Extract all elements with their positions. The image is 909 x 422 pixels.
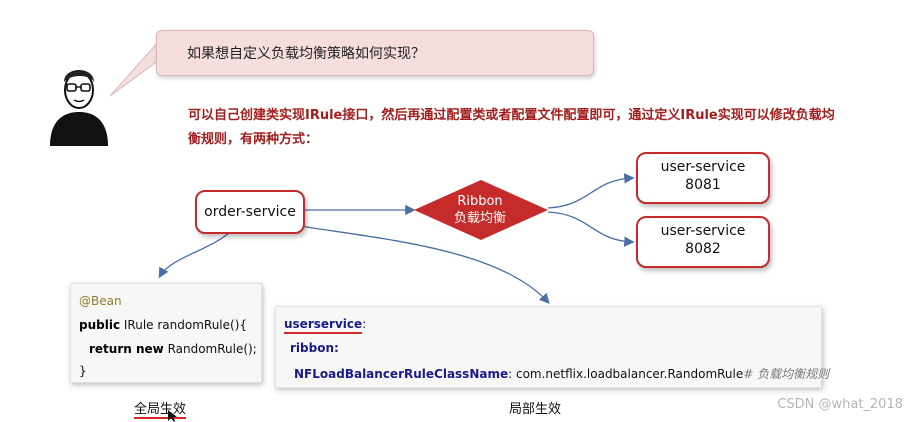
- avatar-icon: [50, 70, 108, 146]
- bean-annotation: @Bean: [79, 294, 122, 308]
- code-line-close: }: [79, 364, 87, 378]
- order-service-label: order-service: [204, 204, 296, 220]
- yaml-value-rule: : com.netflix.loadbalancer.RandomRule: [508, 367, 744, 381]
- question-text: 如果想自定义负载均衡策略如何实现？: [187, 46, 425, 62]
- yaml-colon: :: [362, 317, 367, 331]
- keyword-return: return: [89, 342, 132, 356]
- answer-text: 可以自己创建类实现IRule接口，然后再通过配置类或者配置文件配置即可，通过定义…: [188, 108, 835, 147]
- watermark: CSDN @what_2018: [777, 397, 903, 412]
- user1-port: 8081: [685, 177, 721, 193]
- yaml-comment: # 负载均衡规则: [743, 367, 830, 381]
- keyword-public: public: [79, 318, 121, 332]
- mouse-cursor-icon: [168, 410, 177, 422]
- arrow-ribbon-to-user2: [547, 211, 635, 247]
- local-config-code-panel: userservice: ribbon: NFLoadBalancerRuleC…: [275, 306, 829, 388]
- order-service-node: order-service: [195, 190, 305, 234]
- ribbon-title: Ribbon: [457, 194, 503, 209]
- global-config-code-panel: @Bean public IRule randomRule(){ return …: [70, 283, 262, 383]
- user-service-8081-node: user-service 8081: [636, 152, 770, 204]
- caption-local: 局部生效: [509, 402, 562, 417]
- return-expression: RandomRule();: [163, 342, 257, 356]
- yaml-line-service: userservice:: [284, 317, 367, 334]
- code-line-method: public IRule randomRule(){: [79, 318, 247, 332]
- arrow-to-local: [299, 225, 550, 304]
- question-bubble: 如果想自定义负载均衡策略如何实现？: [156, 30, 594, 76]
- user-service-8082-node: user-service 8082: [636, 216, 770, 268]
- yaml-line-rule: NFLoadBalancerRuleClassName: com.netflix…: [294, 365, 829, 382]
- user2-port: 8082: [685, 241, 721, 257]
- keyword-new: new: [131, 342, 164, 356]
- user2-name: user-service: [660, 223, 746, 239]
- yaml-key-userservice: userservice: [284, 317, 363, 334]
- yaml-key-ribbon: ribbon:: [290, 341, 339, 355]
- ribbon-subtitle: 负载均衡: [453, 211, 506, 226]
- arrow-ribbon-to-user1: [547, 173, 635, 209]
- caption-global-text: 全局生效: [134, 402, 187, 419]
- user1-name: user-service: [660, 159, 746, 175]
- code-line-return: return new RandomRule();: [89, 342, 257, 356]
- method-signature: IRule randomRule(){: [120, 318, 248, 332]
- arrow-to-global: [158, 231, 231, 279]
- yaml-key-rule-classname: NFLoadBalancerRuleClassName: [294, 367, 509, 381]
- ribbon-label: Ribbon 负载均衡: [430, 193, 530, 227]
- caption-global: 全局生效: [134, 398, 187, 419]
